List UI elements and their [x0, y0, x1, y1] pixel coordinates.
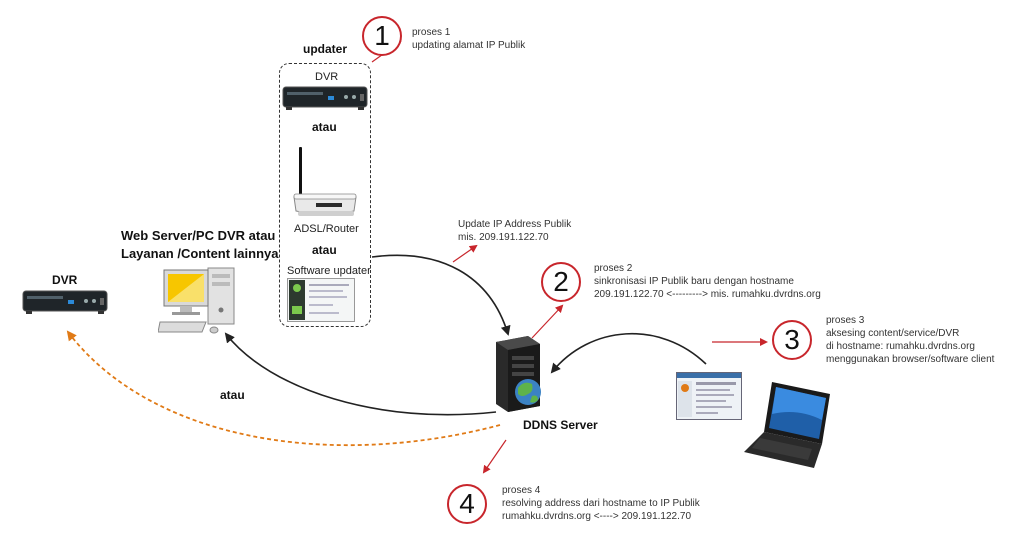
step-3-line-2: aksesing content/service/DVR	[826, 328, 960, 339]
webserver-label-line-1: Web Server/PC DVR atau	[121, 228, 276, 243]
step-2-circle: 2	[541, 262, 581, 302]
dvr-device-icon	[282, 86, 368, 110]
step-2-line-1: proses 2	[594, 263, 633, 274]
updater-box	[279, 63, 371, 327]
step-4-line-2: resolving address dari hostname to IP Pu…	[502, 498, 700, 509]
step-1-line-1: proses 1	[412, 27, 451, 38]
software-updater-screenshot-icon	[287, 278, 355, 322]
arrow-ddns-to-webserver	[224, 332, 497, 416]
webserver-label-line-2: Layanan /Content lainnya	[121, 246, 279, 261]
client-browser-screenshot-icon	[676, 372, 742, 420]
step-4-circle: 4	[447, 484, 487, 524]
step-3-circle: 3	[772, 320, 812, 360]
ddns-server-label: DDNS Server	[523, 418, 598, 432]
webserver-label: Web Server/PC DVR atau Layanan /Content …	[121, 227, 278, 263]
router-icon	[293, 147, 357, 216]
pc-server-icon	[158, 267, 235, 334]
pointer-step4	[482, 439, 507, 474]
step-3-text: proses 3 aksesing content/service/DVR di…	[826, 314, 994, 366]
laptop-icon	[744, 382, 830, 468]
step-3-line-4: menggunakan browser/software client	[826, 354, 995, 365]
step-4-text: proses 4 resolving address dari hostname…	[502, 484, 700, 523]
pointer-step2	[531, 304, 564, 339]
step-1-circle: 1	[362, 16, 402, 56]
ddns-server-icon	[496, 336, 541, 412]
updater-or-1: atau	[312, 120, 337, 134]
dvr-left-label: DVR	[52, 273, 78, 287]
step-2-text: proses 2 sinkronisasi IP Publik baru den…	[594, 262, 821, 301]
pointer-update-note	[452, 244, 478, 263]
update-ip-note-line-2: mis. 209.191.122.70	[458, 232, 549, 243]
update-ip-note-line-1: Update IP Address Publik	[458, 219, 572, 230]
update-ip-note: Update IP Address Publik mis. 209.191.12…	[458, 218, 571, 244]
arrow-updater-to-ddns	[371, 254, 511, 336]
step-2-line-3: 209.191.122.70 <---------> mis. rumahku.…	[594, 289, 821, 300]
software-updater-label: Software updater	[287, 265, 371, 277]
step-1-line-2: updating alamat IP Publik	[412, 40, 526, 51]
updater-or-2: atau	[312, 243, 337, 257]
updater-title: updater	[303, 42, 348, 56]
step-3-line-1: proses 3	[826, 315, 865, 326]
arrow-laptop-to-ddns	[550, 333, 707, 374]
step-4-line-3: rumahku.dvrdns.org <----> 209.191.122.70	[502, 511, 691, 522]
step-2-line-2: sinkronisasi IP Publik baru dengan hostn…	[594, 276, 794, 287]
step-1-text: proses 1 updating alamat IP Publik	[412, 26, 525, 52]
step-4-line-1: proses 4	[502, 485, 541, 496]
dvr-left-device-icon	[22, 290, 108, 314]
atau-label: atau	[220, 388, 245, 402]
step-3-line-3: di hostname: rumahku.dvrdns.org	[826, 341, 975, 352]
router-label: ADSL/Router	[294, 223, 359, 235]
updater-dvr-label: DVR	[315, 71, 339, 83]
arrow-ddns-to-dvr	[66, 330, 501, 447]
